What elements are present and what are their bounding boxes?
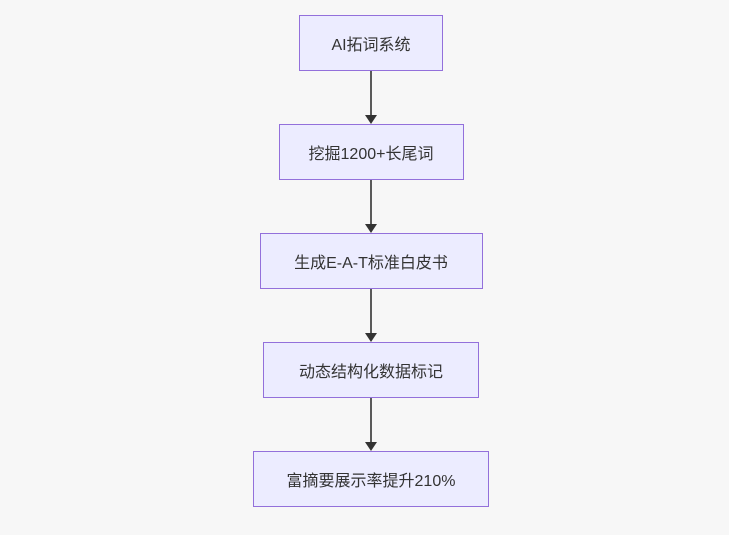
edge-step-2-to-step-3 (365, 180, 377, 233)
flow-node-step-3: 生成E-A-T标准白皮书 (259, 233, 483, 289)
flow-node-step-2: 挖掘1200+长尾词 (278, 124, 464, 180)
flowchart-diagram: AI拓词系统 挖掘1200+长尾词 生成E-A-T标准白皮书 动态结构化数据标记… (253, 15, 489, 507)
edge-step-3-to-step-4 (365, 289, 377, 342)
flow-node-label: 生成E-A-T标准白皮书 (294, 255, 448, 272)
arrowhead-down-icon (365, 224, 377, 233)
arrow-line (370, 180, 372, 224)
arrowhead-down-icon (365, 333, 377, 342)
edge-step-4-to-step-5 (365, 398, 377, 451)
flow-node-label: 挖掘1200+长尾词 (308, 146, 434, 163)
arrowhead-down-icon (365, 442, 377, 451)
arrow-line (370, 71, 372, 115)
flow-node-label: 动态结构化数据标记 (298, 364, 443, 381)
arrow-line (370, 289, 372, 333)
flow-node-step-1: AI拓词系统 (299, 15, 443, 71)
edge-step-1-to-step-2 (365, 71, 377, 124)
arrowhead-down-icon (365, 115, 377, 124)
flow-node-label: 富摘要展示率提升210% (286, 473, 456, 490)
flow-node-step-5: 富摘要展示率提升210% (253, 451, 489, 507)
arrow-line (370, 398, 372, 442)
flow-node-step-4: 动态结构化数据标记 (263, 342, 479, 398)
flow-node-label: AI拓词系统 (331, 37, 411, 54)
